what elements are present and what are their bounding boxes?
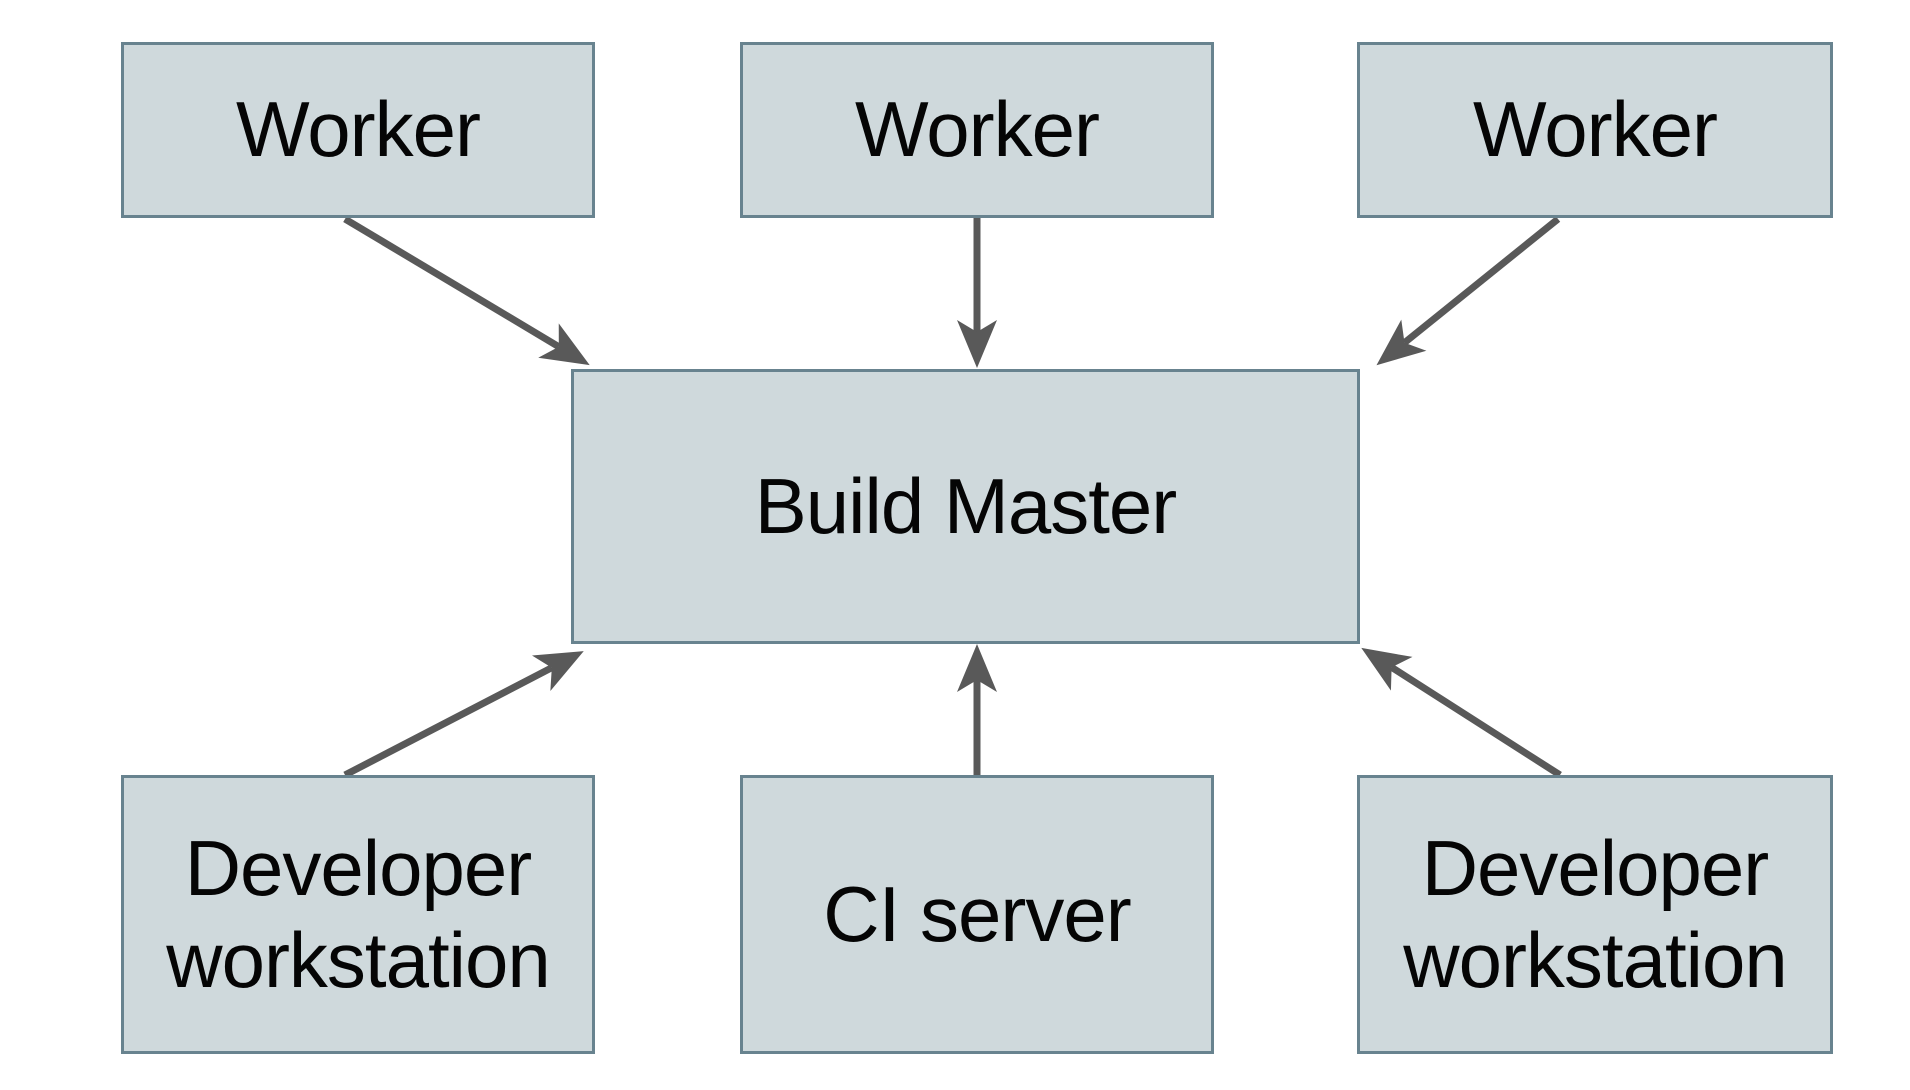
node-worker-2: Worker [740, 42, 1214, 218]
node-worker-1-label: Worker [236, 85, 481, 174]
arrow-dev-workstation-left-to-build-master [343, 651, 584, 779]
node-worker-3: Worker [1357, 42, 1833, 218]
node-developer-workstation-right-label: Developer workstation [1403, 824, 1788, 1004]
arrow-worker1-to-build-master [343, 215, 590, 366]
node-build-master-label: Build Master [754, 461, 1177, 550]
arrow-dev-workstation-right-to-build-master [1361, 647, 1562, 778]
node-worker-2-label: Worker [855, 85, 1100, 174]
node-ci-server-label: CI server [823, 869, 1131, 958]
node-worker-1: Worker [121, 42, 595, 218]
node-developer-workstation-left-label: Developer workstation [166, 824, 551, 1004]
node-ci-server: CI server [740, 775, 1214, 1054]
arrow-worker3-to-build-master [1376, 216, 1561, 366]
node-worker-3-label: Worker [1473, 85, 1718, 174]
node-developer-workstation-left: Developer workstation [121, 775, 595, 1054]
node-developer-workstation-right: Developer workstation [1357, 775, 1833, 1054]
node-build-master: Build Master [571, 369, 1360, 644]
